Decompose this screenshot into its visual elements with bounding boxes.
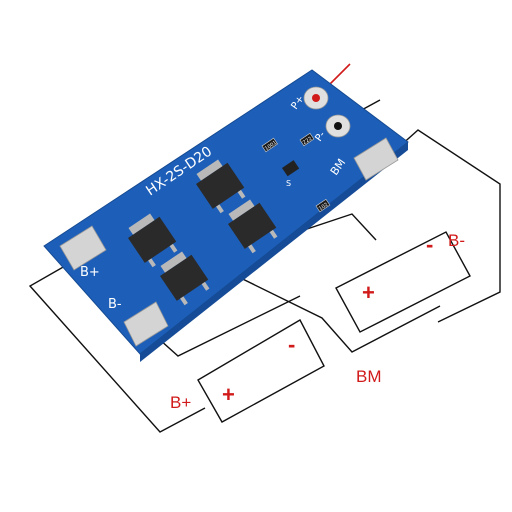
cell-outline bbox=[197, 319, 325, 423]
ic-mark: S bbox=[286, 179, 291, 188]
cell-plus-sign: + bbox=[222, 382, 235, 407]
mosfet-4 bbox=[160, 251, 210, 306]
pad-label-b-plus: B+ bbox=[80, 265, 100, 280]
resistor-2: 222 bbox=[299, 132, 315, 147]
label-b-minus: B- bbox=[448, 231, 465, 250]
control-ic bbox=[282, 160, 300, 177]
resistor-2-mark: 222 bbox=[302, 136, 313, 146]
battery-cell-upper: + - bbox=[335, 231, 471, 333]
pad-bm bbox=[353, 137, 399, 181]
pad-p-minus-hole bbox=[334, 122, 342, 130]
cell-minus-sign: - bbox=[426, 232, 433, 257]
mosfet-group bbox=[128, 159, 278, 306]
pcb-edge bbox=[140, 142, 408, 362]
wire-bm-left bbox=[207, 261, 441, 353]
pad-label-b-minus: B- bbox=[108, 297, 122, 312]
cell-minus-sign: - bbox=[288, 332, 295, 357]
resistor-3: 102 bbox=[315, 198, 331, 213]
cell-outline bbox=[335, 231, 471, 333]
mosfet-2 bbox=[228, 199, 278, 254]
pad-p-plus-hole bbox=[312, 94, 320, 102]
cell-plus-sign: + bbox=[362, 280, 375, 305]
mosfet-1 bbox=[196, 159, 246, 214]
wire-b-plus bbox=[28, 261, 206, 433]
mosfet-3 bbox=[128, 213, 178, 268]
pad-b-plus bbox=[59, 225, 107, 271]
resistor-3-mark: 102 bbox=[318, 202, 329, 212]
label-bm: BM bbox=[356, 367, 382, 386]
label-b-plus: B+ bbox=[170, 393, 191, 412]
battery-cell-lower: + - bbox=[197, 319, 325, 423]
pad-b-minus bbox=[123, 301, 169, 347]
